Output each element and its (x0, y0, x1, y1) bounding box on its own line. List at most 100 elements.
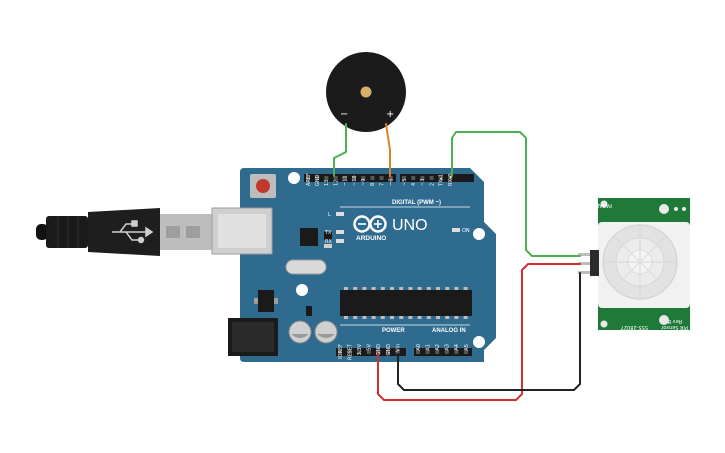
led-tx-label: TX (324, 230, 332, 236)
mounting-hole (288, 172, 300, 184)
digital-pin-socket[interactable] (429, 176, 434, 180)
wire-buzzer-gnd[interactable] (333, 123, 347, 177)
analog-pin-socket[interactable] (435, 350, 440, 354)
led-rx (336, 239, 344, 243)
digital-pin-socket[interactable] (342, 176, 347, 180)
digital-pin-label: 2 (429, 183, 435, 186)
chip-pin (426, 316, 431, 319)
chip-pin (353, 287, 358, 290)
digital-pin-socket[interactable] (324, 176, 329, 180)
analog-pin-socket[interactable] (454, 350, 459, 354)
digital-pin-socket[interactable] (370, 176, 375, 180)
pir-sensor[interactable]: PARALLAX PIR Sensor Rev B 555-28027 (578, 198, 690, 330)
chip-pin (417, 316, 422, 319)
chip-pin (353, 316, 358, 319)
digital-pin-label: 13 (324, 180, 330, 186)
arduino-infinity-logo (353, 215, 387, 233)
power-pin-socket[interactable] (347, 350, 352, 354)
digital-pin-socket[interactable] (315, 176, 320, 180)
pir-mounting-hole (600, 320, 608, 328)
power-pin-socket[interactable] (338, 350, 342, 354)
digital-pin-socket[interactable] (361, 176, 366, 180)
digital-pin-socket[interactable] (306, 176, 310, 180)
digital-pin-label: 7 (379, 183, 385, 186)
reset-button-cap[interactable] (256, 179, 270, 193)
usb-strain-relief (46, 216, 88, 248)
capacitor (314, 320, 338, 344)
buzzer-plus-label: + (386, 109, 394, 120)
chip-pin (408, 287, 413, 290)
digital-pin-socket[interactable] (379, 176, 384, 180)
digital-pin-socket[interactable] (411, 176, 416, 180)
led-on (452, 228, 460, 232)
chip-pin (445, 287, 450, 290)
digital-pin-socket[interactable] (333, 176, 338, 180)
digital-pin-socket[interactable] (352, 176, 356, 180)
digital-pin-label: ~5 (402, 179, 408, 186)
board-model-label: UNO (392, 217, 428, 234)
pir-rev-label: Rev B (667, 318, 682, 324)
analog-pin-socket[interactable] (464, 350, 468, 354)
digital-header-high (304, 174, 396, 182)
power-pin-socket[interactable] (376, 350, 381, 354)
digital-pin-label: 12 (333, 180, 339, 186)
wire-pir-gnd[interactable] (397, 272, 581, 391)
digital-pin-label: ~3 (420, 179, 426, 186)
wires (333, 123, 581, 401)
chip-pin (463, 287, 468, 290)
pir-mounting-hole (600, 200, 608, 208)
digital-pin-socket[interactable] (420, 176, 425, 180)
usb-cable-end (36, 224, 48, 240)
wire-pir-vcc-5v[interactable] (377, 263, 581, 401)
usb-controller-chip (300, 228, 318, 246)
buzzer-hole (360, 86, 372, 98)
analog-pin-socket[interactable] (444, 350, 449, 354)
chip-pin (399, 287, 404, 290)
analog-pin-socket[interactable] (425, 350, 430, 354)
crystal-oscillator (285, 259, 327, 275)
pir-mounting-hole (659, 204, 669, 214)
digital-header-label: DIGITAL (PWM ~) (392, 200, 441, 206)
digital-pin-socket[interactable] (402, 176, 406, 180)
digital-pin-label: ~10 (352, 175, 358, 186)
digital-pin-socket[interactable] (388, 176, 393, 180)
chip-pin (463, 316, 468, 319)
analog-pin-socket[interactable] (416, 350, 420, 354)
chip-pin (380, 287, 385, 290)
pir-name-label: PIR Sensor (660, 324, 688, 330)
usb-trident-icon (112, 220, 154, 244)
pir-mounting-hole (659, 315, 669, 325)
led-l-label: L (328, 212, 331, 218)
power-pin-socket[interactable] (395, 350, 400, 354)
digital-pin-socket[interactable] (438, 176, 443, 180)
pir-part-label: 555-28027 (621, 324, 648, 330)
pir-connector (590, 250, 599, 276)
led-l (336, 212, 344, 216)
arduino-uno-board[interactable]: L TX RX ON UNO ARDUINO DIGITAL (PWM ~) P… (211, 168, 496, 362)
analog-pin-label: A1 (425, 344, 431, 351)
power-pin-socket[interactable] (366, 350, 371, 354)
pir-brand-label: PARALLAX (586, 202, 612, 208)
chip-pin (436, 316, 440, 319)
chip-pin (362, 316, 367, 319)
chip-pin (371, 316, 376, 319)
digital-pin-label: TX▸1 (439, 174, 445, 187)
voltage-regulator (258, 290, 274, 312)
usb-cable (36, 208, 214, 256)
power-header-label: POWER (382, 328, 405, 334)
piezo-buzzer[interactable]: − + (326, 52, 406, 132)
buzzer-minus-label: − (340, 109, 348, 120)
chip-pin (380, 316, 385, 319)
power-pin-label: Vin (395, 344, 401, 352)
chip-pin (445, 316, 450, 319)
power-pin-socket[interactable] (357, 350, 362, 354)
wire-buzzer-pin8[interactable] (385, 123, 391, 177)
digital-header-low (400, 174, 474, 182)
power-pin-socket[interactable] (386, 350, 390, 354)
digital-pin-socket[interactable] (448, 176, 452, 180)
digital-pin-label: GND (315, 174, 321, 186)
wire-pir-signal-pin2[interactable] (451, 131, 581, 257)
